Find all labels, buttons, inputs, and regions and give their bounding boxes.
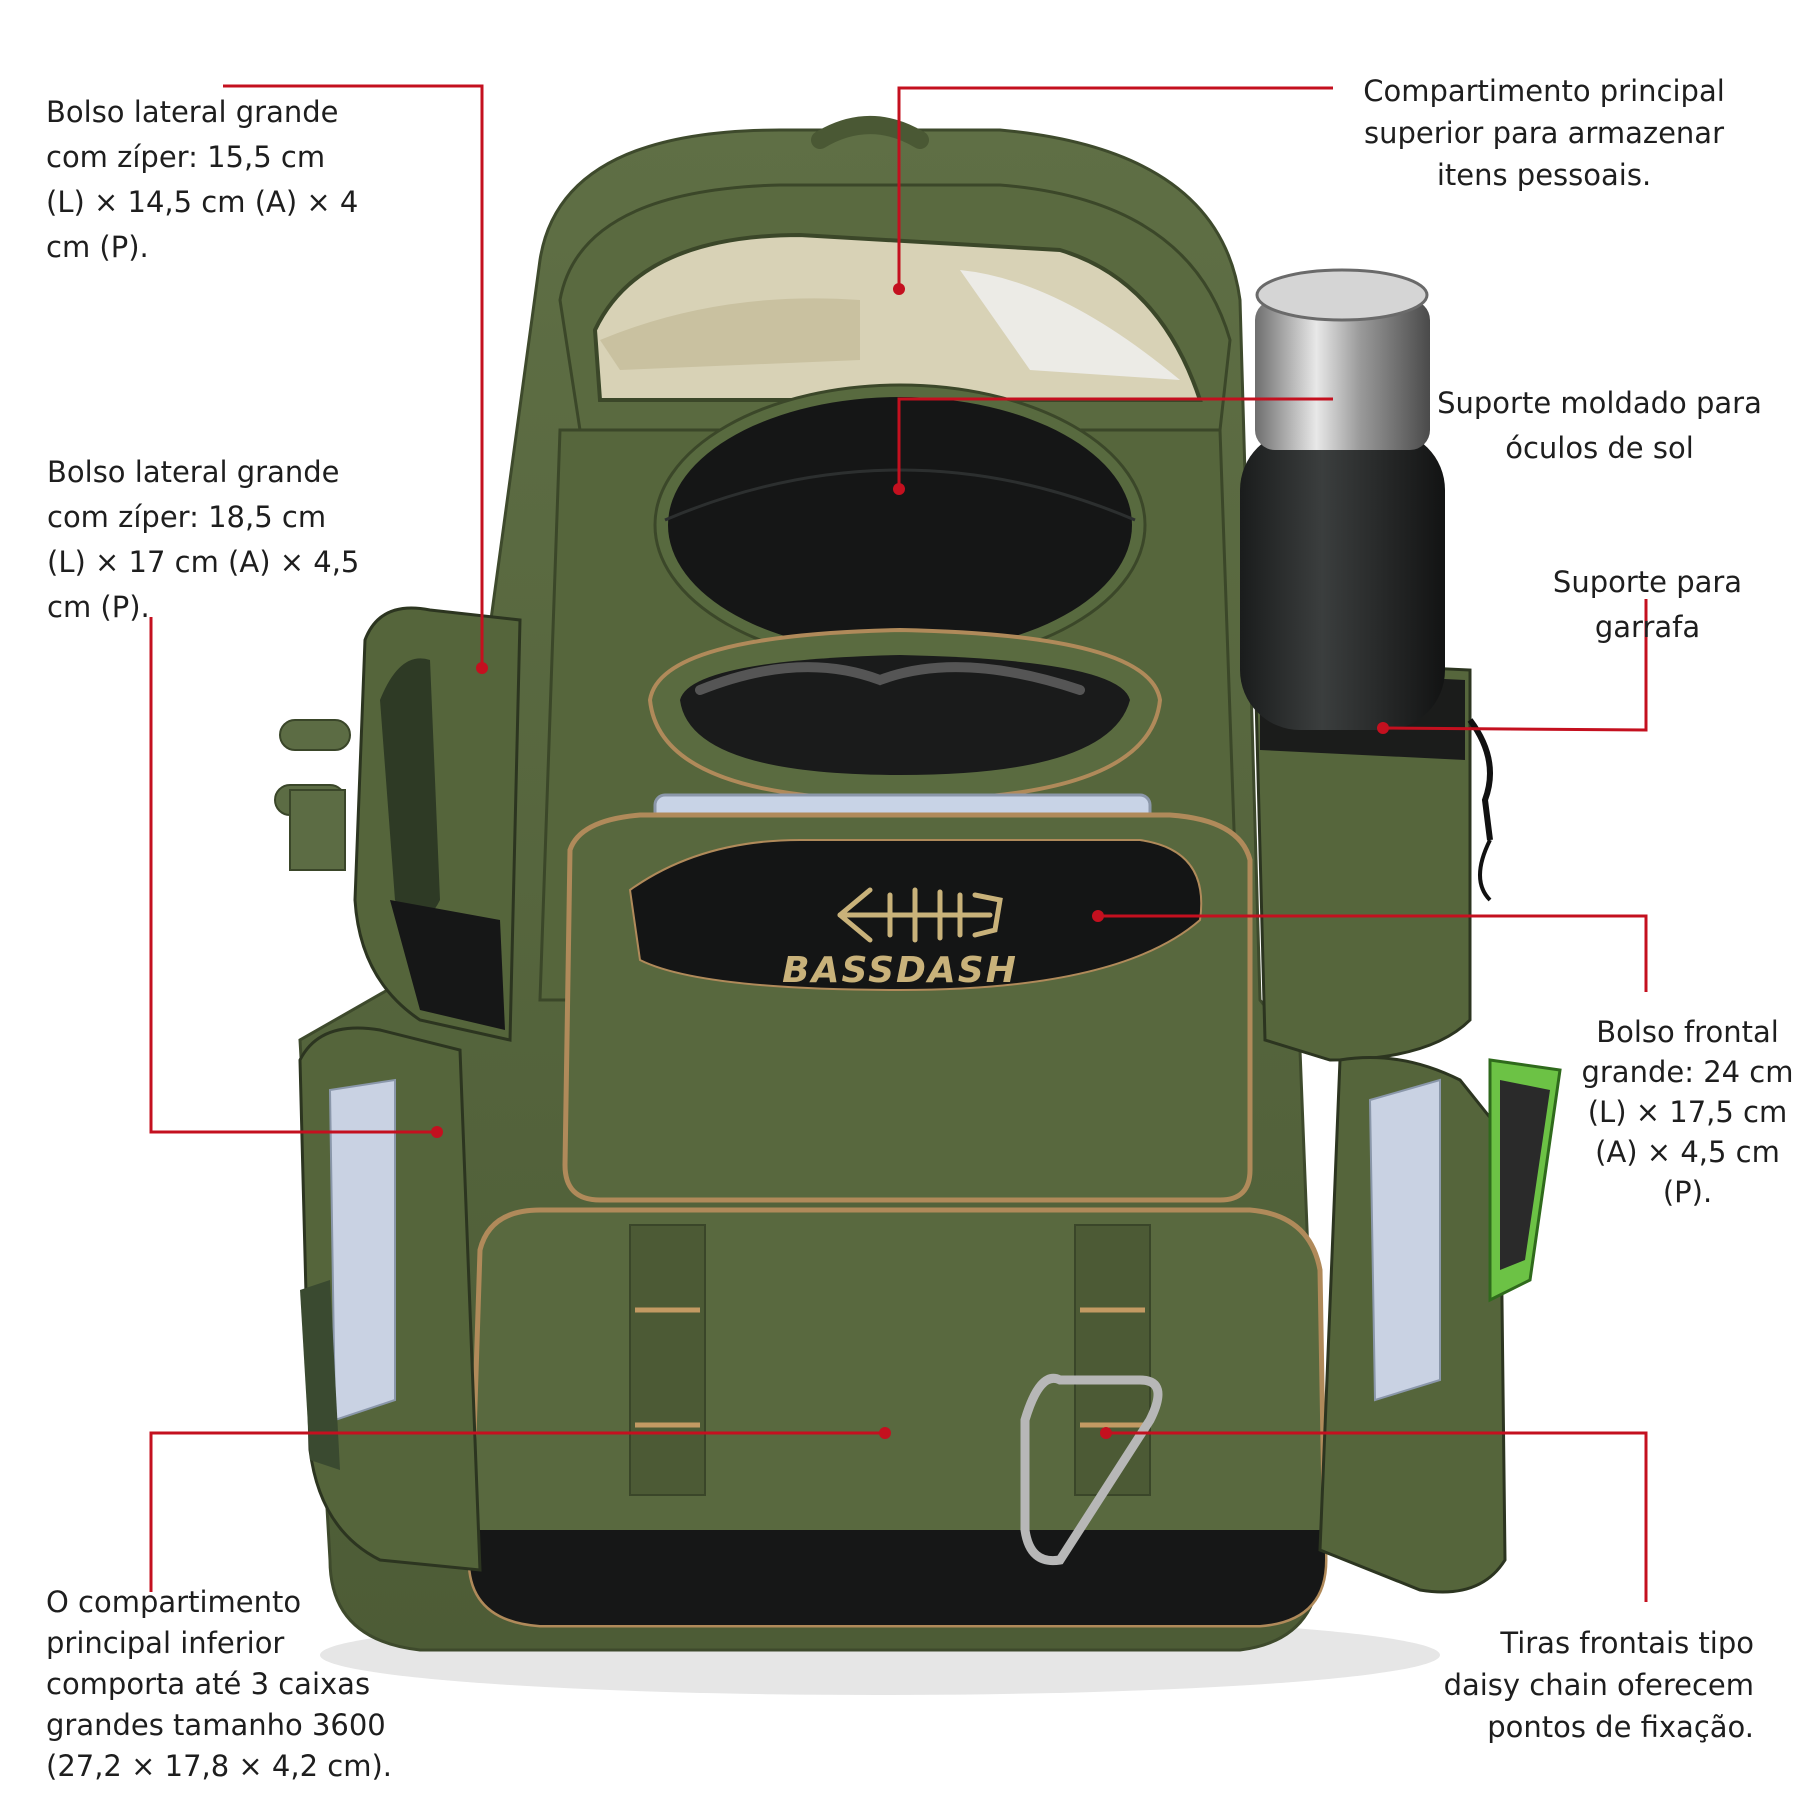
callout-line: itens pessoais. xyxy=(1436,158,1652,192)
water-bottle-icon xyxy=(1240,268,1445,730)
callout-line: (A) × 4,5 cm xyxy=(1595,1135,1780,1169)
brand-logo-text: BASSDASH xyxy=(782,950,1018,991)
callout-sunglasses: Suporte moldado para óculos de sol xyxy=(1422,381,1777,471)
callout-lower-main: O compartimento principal inferior compo… xyxy=(46,1582,392,1787)
callout-front-pocket: Bolso frontal grande: 24 cm (L) × 17,5 c… xyxy=(1575,1012,1800,1212)
callout-upper-main: Compartimento principal superior para ar… xyxy=(1338,70,1750,196)
callout-line: garrafa xyxy=(1594,610,1701,644)
carabiner-icon xyxy=(1020,1374,1163,1566)
rod-holder-loop xyxy=(279,719,351,751)
daisy-chain-strap-right xyxy=(1074,1224,1151,1496)
daisy-chain-strap-left xyxy=(629,1224,706,1496)
callout-daisy-chain: Tiras frontais tipo daisy chain oferecem… xyxy=(1400,1622,1754,1748)
callout-line: Bolso lateral grande xyxy=(47,455,340,489)
callout-bottle: Suporte para garrafa xyxy=(1530,560,1765,650)
callout-line: com zíper: 15,5 cm xyxy=(46,140,326,174)
callout-line: cm (P). xyxy=(46,230,149,264)
callout-line: (P). xyxy=(1662,1175,1713,1209)
callout-side-pocket-small: Bolso lateral grande com zíper: 15,5 cm … xyxy=(46,90,358,270)
callout-line: óculos de sol xyxy=(1505,431,1694,465)
callout-line: Suporte moldado para xyxy=(1437,386,1762,420)
callout-line: Suporte para xyxy=(1552,565,1743,599)
callout-line: grandes tamanho 3600 xyxy=(46,1708,386,1742)
callout-lines xyxy=(149,84,1648,1602)
callout-line: principal inferior xyxy=(46,1626,285,1660)
callout-line: (L) × 14,5 cm (A) × 4 xyxy=(46,185,359,219)
callout-line: O compartimento xyxy=(46,1585,302,1619)
callout-line: Tiras frontais tipo xyxy=(1500,1626,1754,1660)
callout-line: daisy chain oferecem xyxy=(1443,1668,1754,1702)
callout-line: Bolso lateral grande xyxy=(46,95,339,129)
callout-line: (L) × 17 cm (A) × 4,5 xyxy=(47,545,360,579)
callout-line: pontos de fixação. xyxy=(1487,1710,1754,1744)
callout-dots xyxy=(431,283,1389,1439)
callout-line: superior para armazenar xyxy=(1363,116,1725,150)
callout-line: cm (P). xyxy=(47,590,150,624)
callout-line: Bolso frontal xyxy=(1596,1015,1779,1049)
bottle-pocket xyxy=(1253,658,1472,1062)
top-handle xyxy=(811,116,929,149)
fish-logo-icon xyxy=(837,887,1003,943)
callout-line: (L) × 17,5 cm xyxy=(1587,1095,1788,1129)
callout-line: com zíper: 18,5 cm xyxy=(47,500,327,534)
callout-line: (27,2 × 17,8 × 4,2 cm). xyxy=(46,1749,392,1783)
callout-side-pocket-large: Bolso lateral grande com zíper: 18,5 cm … xyxy=(47,450,359,630)
callout-line: Compartimento principal xyxy=(1363,74,1725,108)
callout-line: grande: 24 cm xyxy=(1581,1055,1794,1089)
callout-line: comporta até 3 caixas xyxy=(46,1667,371,1701)
